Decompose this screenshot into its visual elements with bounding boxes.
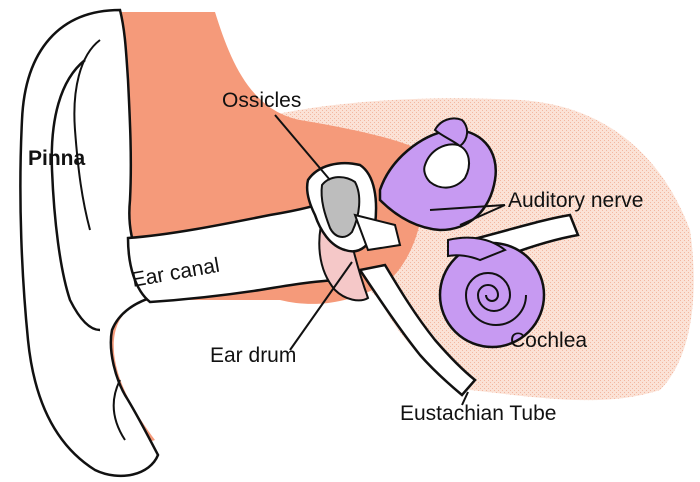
pinna-label: Pinna bbox=[28, 148, 85, 169]
ear-drum-label: Ear drum bbox=[210, 345, 296, 366]
cochlea-label: Cochlea bbox=[510, 330, 587, 351]
eustachian-tube-label: Eustachian Tube bbox=[400, 403, 556, 424]
auditory-nerve-label: Auditory nerve bbox=[508, 190, 643, 211]
ossicles-label: Ossicles bbox=[222, 90, 301, 111]
